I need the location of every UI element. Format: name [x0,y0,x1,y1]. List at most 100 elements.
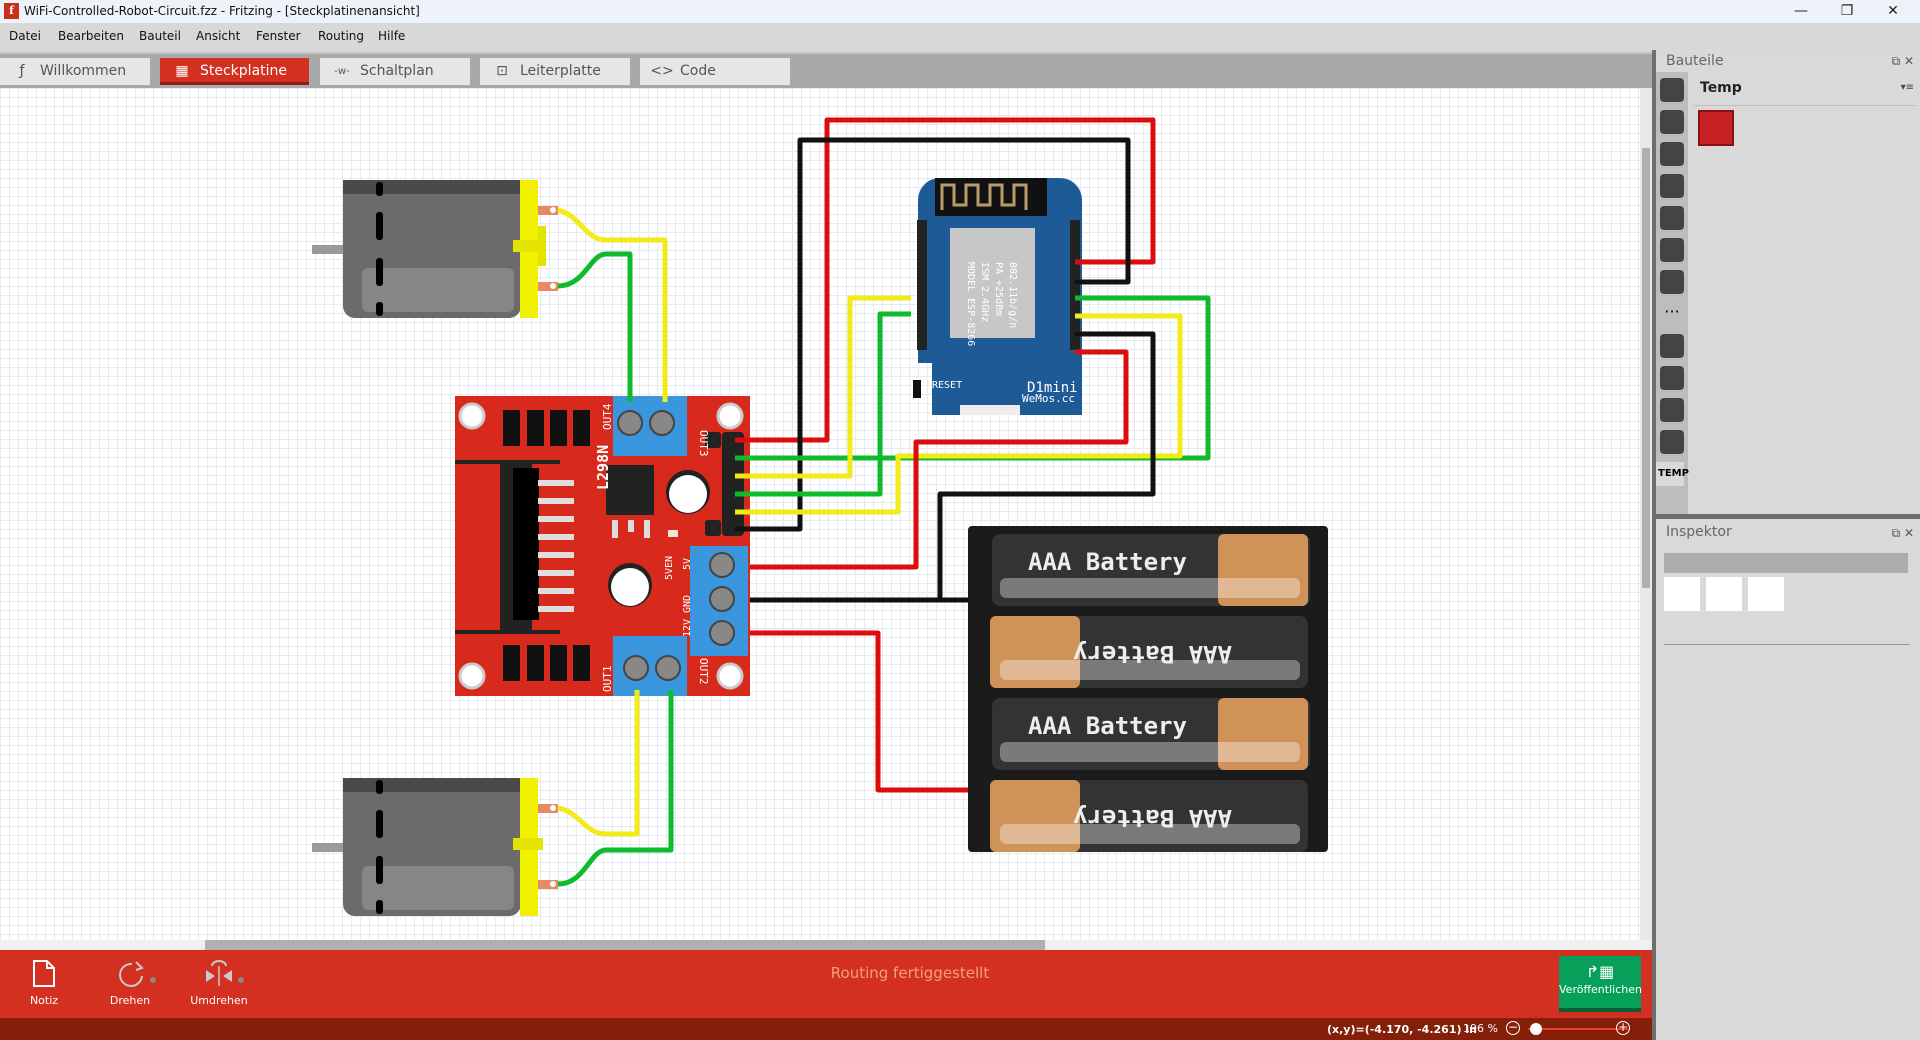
vertical-scrollbar[interactable] [1640,88,1652,940]
divider [1694,105,1916,106]
battery-cell: AAA Battery [992,534,1310,606]
wemos-d1-mini[interactable]: MODEL ESP-8266 ISM 2.4GHz PA +25dBm 802.… [913,178,1082,415]
zoom-level: 196 % [1463,1022,1498,1035]
ic-sine-icon[interactable] [1660,142,1684,166]
breadboard-canvas[interactable]: L298N OUT4 OUT3 OUT1 OUT2 5VEN GND 12V 5… [0,88,1640,940]
connector-icon[interactable] [1660,174,1684,198]
publish-button[interactable]: ↱▦ Veröffentlichen [1559,956,1642,1012]
close-button[interactable]: ✕ [1887,3,1899,19]
bin-menu-icon[interactable]: ▾≡ [1900,82,1914,93]
wires [557,117,1211,887]
chip-icon[interactable] [1660,334,1684,358]
rotate-icon [100,958,160,988]
dc-motor-top[interactable] [312,180,558,318]
parts-panel-title: Bauteile [1666,53,1724,69]
resistor-icon[interactable] [1660,238,1684,262]
gnd-label: GND [682,595,693,613]
right-dock: Bauteile ⧉ ✕ ··· TEMP Temp ▾≡ Inspektor ⧉… [1652,50,1920,1040]
wire-motor2-green [557,690,674,887]
routing-status-message: Routing fertiggestellt [830,964,990,982]
dc-motor-bottom[interactable] [312,778,558,916]
tab-label: Code [680,63,716,79]
menu-hilfe[interactable]: Hilfe [378,29,406,43]
zoom-slider[interactable] [1528,1023,1628,1035]
tab-steckplatine[interactable]: ▦ Steckplatine [160,58,309,85]
code-icon: <> [650,63,674,79]
tab-willkommen[interactable]: ƒ Willkommen [0,58,150,85]
parts-bin-list: ··· TEMP [1656,72,1689,514]
inspector-title-field [1664,553,1908,573]
part-l298n-thumbnail[interactable] [1698,110,1734,146]
divider [1664,644,1910,645]
sensor-icon[interactable] [1660,398,1684,422]
antenna-icon[interactable] [1660,366,1684,390]
zoom-in-button[interactable]: + [1616,1020,1630,1035]
tab-label: Schaltplan [360,63,434,79]
flip-button[interactable]: Umdrehen [188,950,250,1018]
tab-schaltplan[interactable]: -w- Schaltplan [320,58,470,85]
menu-datei[interactable]: Datei [9,29,42,43]
vertical-scroll-thumb[interactable] [1642,148,1650,588]
title-bar: f WiFi-Controlled-Robot-Circuit.fzz - Fr… [0,0,1920,23]
circuit-drawing: L298N OUT4 OUT3 OUT1 OUT2 5VEN GND 12V 5… [312,117,1328,916]
minimize-button[interactable]: — [1794,3,1808,19]
inspector-view-breadboard [1664,577,1700,611]
svg-text:ISM 2.4GHz: ISM 2.4GHz [979,262,990,322]
menu-bar: Datei Bearbeiten Bauteil Ansicht Fenster… [0,23,1920,50]
menu-fenster[interactable]: Fenster [256,29,301,43]
wemos-reset-label: RESET [932,380,962,391]
horizontal-scrollbar[interactable] [0,940,1652,950]
wemos-icon[interactable] [1660,430,1684,454]
status-bar: (x,y)=(-4.170, -4.261) in 196 % − + [0,1018,1652,1040]
menu-bauteil[interactable]: Bauteil [139,29,181,43]
pcb-icon: ⊡ [496,63,508,79]
battery-cell: AAA Battery [990,780,1308,852]
horizontal-scroll-thumb[interactable] [205,940,1045,950]
wire-green-d7 [735,311,911,497]
bin-title: Temp [1700,80,1742,96]
bin-temp[interactable]: TEMP [1656,462,1689,486]
tab-label: Willkommen [40,63,127,79]
wire-yellow-d4 [735,313,1183,515]
tab-leiterplatte[interactable]: ⊡ Leiterplatte [480,58,630,85]
inspector-title: Inspektor [1666,524,1732,540]
panel-splitter[interactable] [1656,514,1920,519]
wemos-brand-label: WeMos.cc [1022,392,1075,405]
l298n-motor-driver[interactable]: L298N OUT4 OUT3 OUT1 OUT2 5VEN GND 12V 5… [455,396,750,696]
zoom-out-button[interactable]: − [1506,1020,1520,1035]
rotate-button[interactable]: Drehen [100,950,160,1018]
tab-label: Steckplatine [200,63,288,79]
breadboard-icon: ▦ [175,63,189,79]
fritzing-f-icon: ƒ [19,63,25,79]
schematic-resistor-icon: -w- [334,66,350,77]
inspector-view-pcb [1748,577,1784,611]
battery-cell: AAA Battery [992,698,1310,770]
pushbutton-icon[interactable] [1660,270,1684,294]
out3-label: OUT3 [697,430,710,457]
flip-icon [188,958,250,988]
menu-routing[interactable]: Routing [318,29,365,43]
menu-bearbeiten[interactable]: Bearbeiten [58,29,124,43]
wire-motor1-green [557,251,633,402]
contrib-icon[interactable] [1660,110,1684,134]
share-icon: ↱▦ [1585,962,1615,981]
inspector-float-close[interactable]: ⧉ ✕ [1891,526,1914,540]
ic-square-icon[interactable] [1660,206,1684,230]
menu-ansicht[interactable]: Ansicht [196,29,241,43]
out1-label: OUT1 [601,666,614,693]
parts-panel-float-close[interactable]: ⧉ ✕ [1891,54,1914,68]
zoom-slider-knob[interactable] [1530,1023,1542,1035]
fritzing-app-icon: f [4,3,19,19]
svg-text:802.11b/g/n: 802.11b/g/n [1007,262,1018,328]
window-title: WiFi-Controlled-Robot-Circuit.fzz - Frit… [24,4,420,18]
12v-label: 12V [682,619,693,637]
core-icon[interactable] [1660,78,1684,102]
note-button[interactable]: Notiz [14,950,74,1018]
tab-code[interactable]: <> Code [640,58,790,85]
wire-black-d2 [735,137,1131,532]
more-icon[interactable]: ··· [1664,302,1680,321]
out2-label: OUT2 [697,658,710,685]
maximize-button[interactable]: ❐ [1840,3,1854,19]
wire-red-d1 [735,117,1156,443]
